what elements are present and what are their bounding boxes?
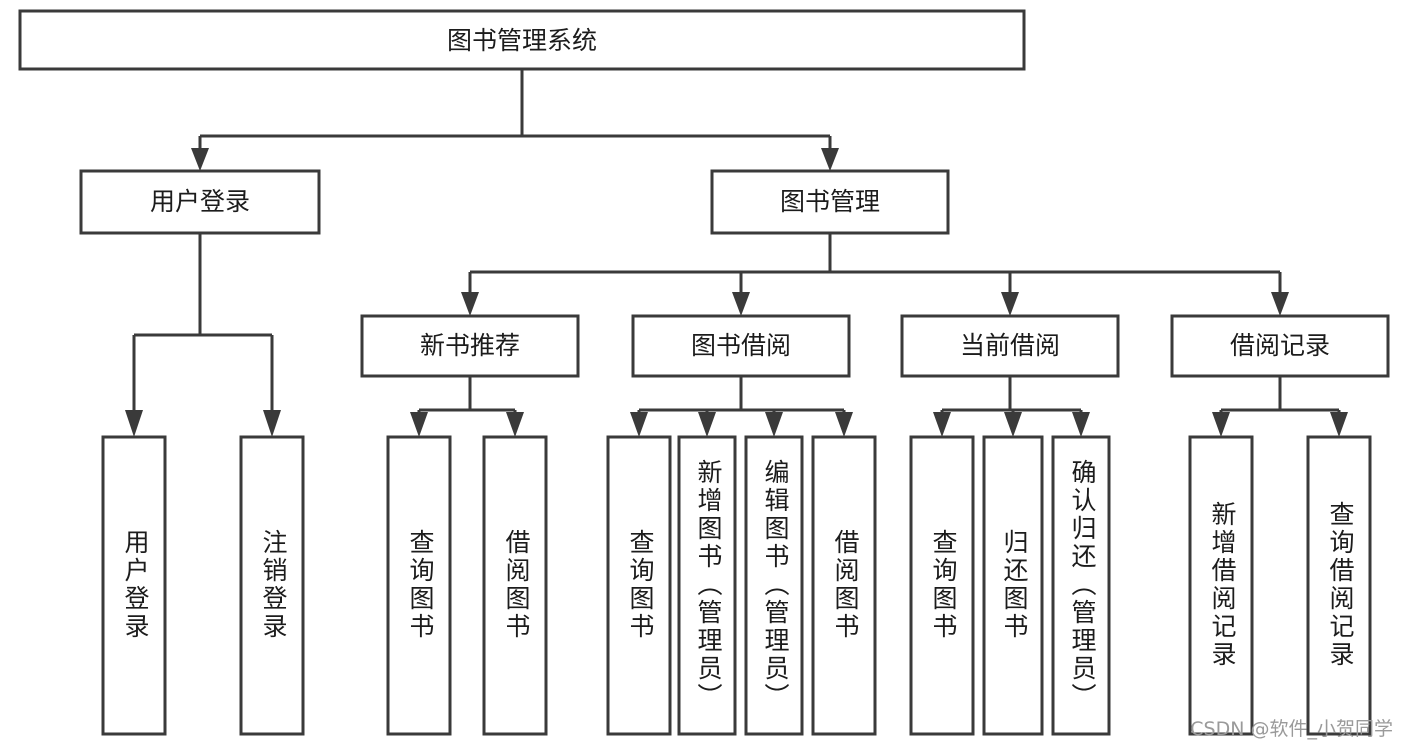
- node-book-manage-box[interactable]: [710, 169, 950, 235]
- leaf-box-query-borrow-record[interactable]: [1306, 435, 1372, 736]
- arrow-head-leaf-query-book-current: [933, 412, 951, 437]
- leaf-label-query-book-borrow: 查询图书: [626, 529, 655, 641]
- leaf-box-query-book-borrow[interactable]: [606, 435, 672, 736]
- node-root-box[interactable]: [18, 9, 1026, 71]
- arrow-head-leaf-borrow-book-recommend: [506, 412, 524, 437]
- leaf-layer: [101, 435, 1372, 736]
- node-book-borrow-label: 图书借阅: [691, 331, 791, 360]
- node-user-login-label: 用户登录: [150, 187, 250, 216]
- arrow-head-leaf-add-borrow-record: [1212, 412, 1230, 437]
- node-current-borrow-box[interactable]: [900, 314, 1120, 378]
- node-new-book-recommend-box[interactable]: [360, 314, 580, 378]
- node-current-borrow[interactable]: 当前借阅: [900, 314, 1120, 378]
- arrow-head-book-manage: [821, 148, 839, 171]
- leaf-box-add-book-admin[interactable]: [677, 435, 737, 736]
- node-new-book-recommend[interactable]: 新书推荐: [360, 314, 580, 378]
- node-new-book-recommend-label: 新书推荐: [420, 331, 520, 360]
- leaf-label-logout: 注销登录: [259, 529, 288, 641]
- leaf-label-query-book-current: 查询图书: [929, 529, 958, 641]
- leaf-label-edit-book-admin: 编辑图书（管理员）: [761, 459, 790, 711]
- leaf-box-borrow-book[interactable]: [811, 435, 877, 736]
- arrow-head-leaf-query-borrow-record: [1330, 412, 1348, 437]
- leaf-label-user-login: 用户登录: [121, 529, 150, 641]
- leaf-box-edit-book-admin[interactable]: [744, 435, 804, 736]
- leaf-label-return-book: 归还图书: [1000, 529, 1029, 641]
- connector-layer: [125, 69, 1348, 437]
- leaf-box-borrow-book-recommend[interactable]: [482, 435, 548, 736]
- arrow-head-leaf-logout: [263, 410, 281, 437]
- node-book-manage-label: 图书管理: [780, 187, 880, 216]
- arrow-head-leaf-user-login: [125, 410, 143, 437]
- leaf-box-confirm-return-admin[interactable]: [1051, 435, 1111, 736]
- leaf-box-return-book[interactable]: [982, 435, 1044, 736]
- arrow-head-borrow-record: [1271, 292, 1289, 316]
- leaf-label-borrow-book: 借阅图书: [831, 529, 860, 641]
- arrow-head-leaf-return-book: [1004, 412, 1022, 437]
- node-borrow-record-label: 借阅记录: [1230, 331, 1330, 360]
- node-user-login[interactable]: 用户登录: [79, 169, 321, 235]
- leaf-box-user-login[interactable]: [101, 435, 167, 736]
- leaf-label-query-borrow-record: 查询借阅记录: [1326, 501, 1355, 669]
- node-book-borrow-box[interactable]: [631, 314, 851, 378]
- leaf-label-add-book-admin: 新增图书（管理员）: [694, 459, 723, 711]
- leaf-box-add-borrow-record[interactable]: [1188, 435, 1254, 736]
- arrow-head-leaf-borrow-book: [835, 412, 853, 437]
- leaf-box-logout[interactable]: [239, 435, 305, 736]
- leaf-box-query-book-recommend[interactable]: [386, 435, 452, 736]
- node-user-login-box[interactable]: [79, 169, 321, 235]
- node-book-borrow[interactable]: 图书借阅: [631, 314, 851, 378]
- node-borrow-record[interactable]: 借阅记录: [1170, 314, 1390, 378]
- leaf-label-confirm-return-admin: 确认归还（管理员）: [1068, 459, 1097, 711]
- arrow-head-leaf-query-book-recommend: [410, 412, 428, 437]
- arrow-head-book-borrow: [732, 292, 750, 316]
- leaf-box-query-book-current[interactable]: [909, 435, 975, 736]
- leaf-label-borrow-book-recommend: 借阅图书: [502, 529, 531, 641]
- arrow-head-leaf-confirm-return-admin: [1072, 412, 1090, 437]
- arrow-head-leaf-edit-book-admin: [765, 412, 783, 437]
- node-book-manage[interactable]: 图书管理: [710, 169, 950, 235]
- arrow-head-user-login: [191, 148, 209, 171]
- arrow-head-leaf-query-book-borrow: [630, 412, 648, 437]
- node-borrow-record-box[interactable]: [1170, 314, 1390, 378]
- leaf-label-add-borrow-record: 新增借阅记录: [1208, 501, 1237, 669]
- node-current-borrow-label: 当前借阅: [960, 331, 1060, 360]
- arrow-head-current-borrow: [1001, 292, 1019, 316]
- arrow-head-leaf-add-book-admin: [698, 412, 716, 437]
- node-root-label: 图书管理系统: [447, 26, 597, 55]
- node-root[interactable]: 图书管理系统: [18, 9, 1026, 71]
- leaf-label-layer: 用户登录 注销登录 查询图书 借阅图书 查询图书 新增图书（管理员） 编辑图书（…: [121, 459, 1355, 711]
- leaf-label-query-book-recommend: 查询图书: [406, 529, 435, 641]
- arrow-head-new-book-recommend: [461, 292, 479, 316]
